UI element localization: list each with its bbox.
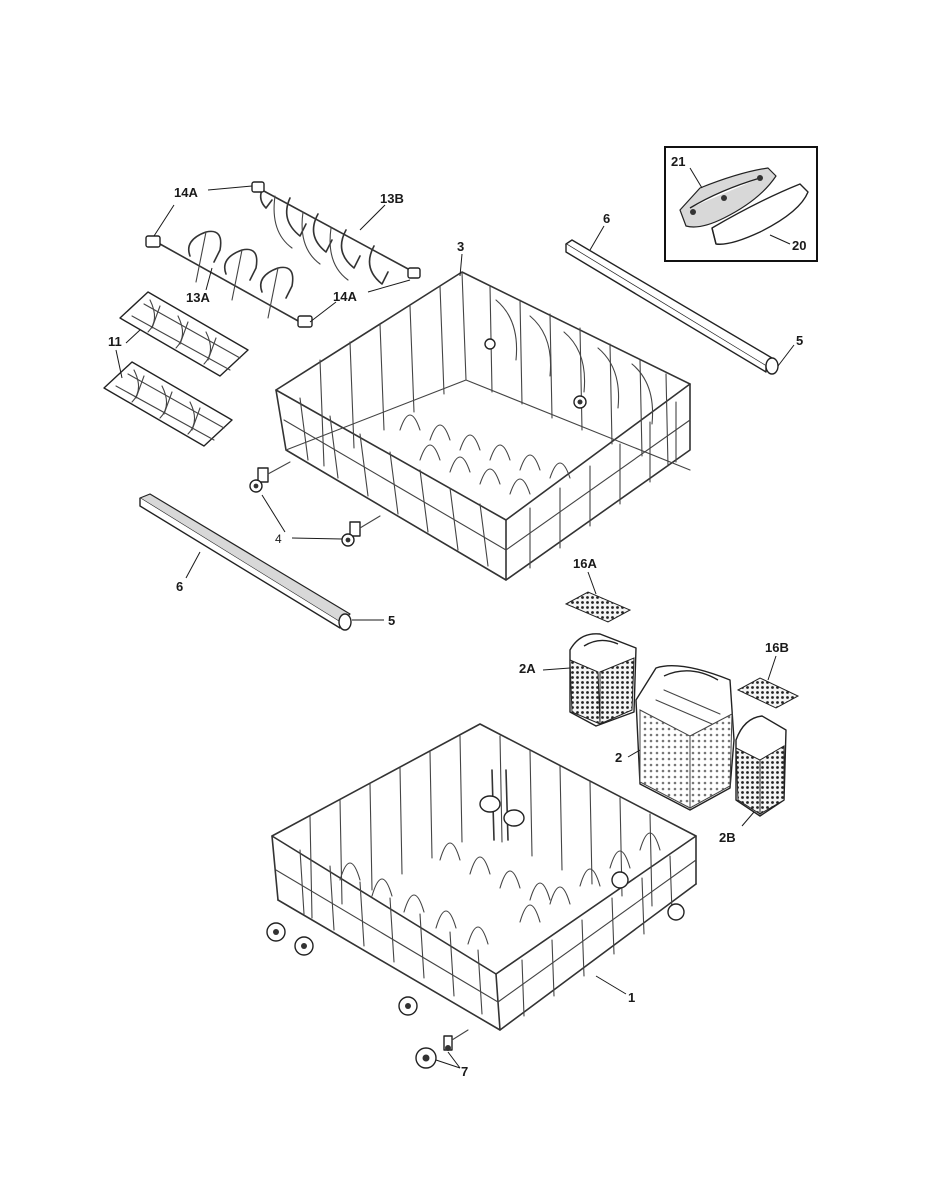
callout-3: 3 [457, 239, 464, 254]
callout-7: 7 [461, 1064, 468, 1079]
part-2-silverware-basket[interactable] [635, 665, 735, 811]
callout-20: 20 [792, 238, 806, 253]
part-7-wheel-assembly[interactable] [415, 1029, 469, 1069]
part-21-bracket[interactable] [679, 167, 777, 228]
part-3-upper-rack[interactable] [275, 271, 691, 581]
callout-2B: 2B [719, 830, 736, 845]
callout-5-top: 5 [796, 333, 803, 348]
part-16A-basket-lid[interactable] [564, 591, 632, 623]
callout-21: 21 [671, 154, 685, 169]
callout-6-bottom: 6 [176, 579, 183, 594]
part-4-roller-axle-a[interactable] [249, 461, 291, 493]
part-13A-cup-shelf[interactable] [145, 230, 313, 328]
callout-16B: 16B [765, 640, 789, 655]
callout-16A: 16A [573, 556, 597, 571]
callout-14A-bottom: 14A [333, 289, 357, 304]
callout-1: 1 [628, 990, 635, 1005]
part-2A-silverware-basket[interactable] [569, 633, 637, 727]
part-11-shelf-upper[interactable] [119, 291, 249, 377]
part-5-endcap-lower[interactable] [338, 613, 352, 631]
part-5-endcap-upper[interactable] [765, 357, 779, 375]
part-2B-silverware-basket[interactable] [735, 715, 787, 817]
part-20-cover[interactable] [711, 183, 809, 245]
callout-11: 11 [108, 334, 122, 349]
callout-14A-top: 14A [174, 185, 198, 200]
part-16B-basket-lid[interactable] [736, 677, 800, 709]
part-11-shelf-lower[interactable] [103, 361, 233, 447]
callout-5-bottom: 5 [388, 613, 395, 628]
part-13B-cup-shelf[interactable] [251, 181, 421, 285]
callout-2A: 2A [519, 661, 536, 676]
callout-13B: 13B [380, 191, 404, 206]
part-1-lower-rack[interactable] [266, 723, 697, 1031]
part-6-rail-lower[interactable] [139, 493, 351, 629]
part-4-roller-axle-b[interactable] [341, 515, 381, 547]
callout-4: 4 [275, 532, 282, 546]
callout-2: 2 [615, 750, 622, 765]
callout-13A: 13A [186, 290, 210, 305]
inset-box: 21 20 [664, 146, 818, 262]
callout-6-top: 6 [603, 211, 610, 226]
